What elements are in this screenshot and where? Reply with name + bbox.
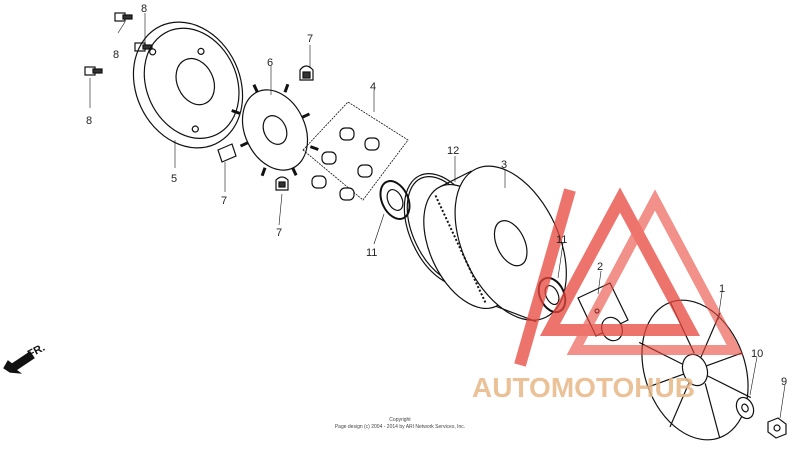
callout-12: 12 [447, 145, 459, 157]
callout-8a: 8 [141, 3, 147, 15]
slide-piece-7b [217, 143, 237, 163]
callout-8c: 8 [86, 115, 92, 127]
callout-10: 10 [751, 348, 763, 360]
callout-8b: 8 [113, 49, 119, 61]
slide-piece-7a [299, 65, 314, 81]
roller-set-4 [302, 101, 409, 201]
callout-4: 4 [370, 81, 376, 93]
ramp-plate-5 [132, 21, 244, 149]
nut-9 [767, 417, 787, 439]
callout-6: 6 [267, 57, 273, 69]
slide-piece-7c [275, 176, 289, 191]
bolt-8a [114, 12, 133, 22]
callout-7c: 7 [276, 227, 282, 239]
copyright-notice: Page design (c) 2004 - 2014 by ARI Netwo… [335, 424, 465, 430]
oil-seal-11a [379, 180, 411, 220]
ramp-plate-6 [231, 83, 319, 177]
callout-7b: 7 [221, 195, 227, 207]
automotohub-watermark-logo [514, 187, 744, 367]
callout-5: 5 [171, 173, 177, 185]
drive-face-fan-1 [638, 299, 752, 441]
fr-direction-arrow [3, 351, 35, 374]
fr-direction-label: FR. [26, 342, 47, 361]
callout-1: 1 [719, 283, 725, 295]
callout-11a: 11 [366, 247, 377, 259]
leader-lines [89, 13, 786, 419]
copyright-title: Copyright [389, 417, 411, 423]
callout-2: 2 [597, 261, 603, 273]
watermark-text: AUTOMOTOHUB [472, 372, 695, 403]
callout-7a: 7 [307, 33, 313, 45]
callout-11b: 11 [556, 234, 567, 246]
bolt-8c [84, 66, 103, 76]
washer-10 [735, 396, 755, 420]
callout-3: 3 [501, 159, 507, 171]
callout-9: 9 [781, 376, 787, 388]
